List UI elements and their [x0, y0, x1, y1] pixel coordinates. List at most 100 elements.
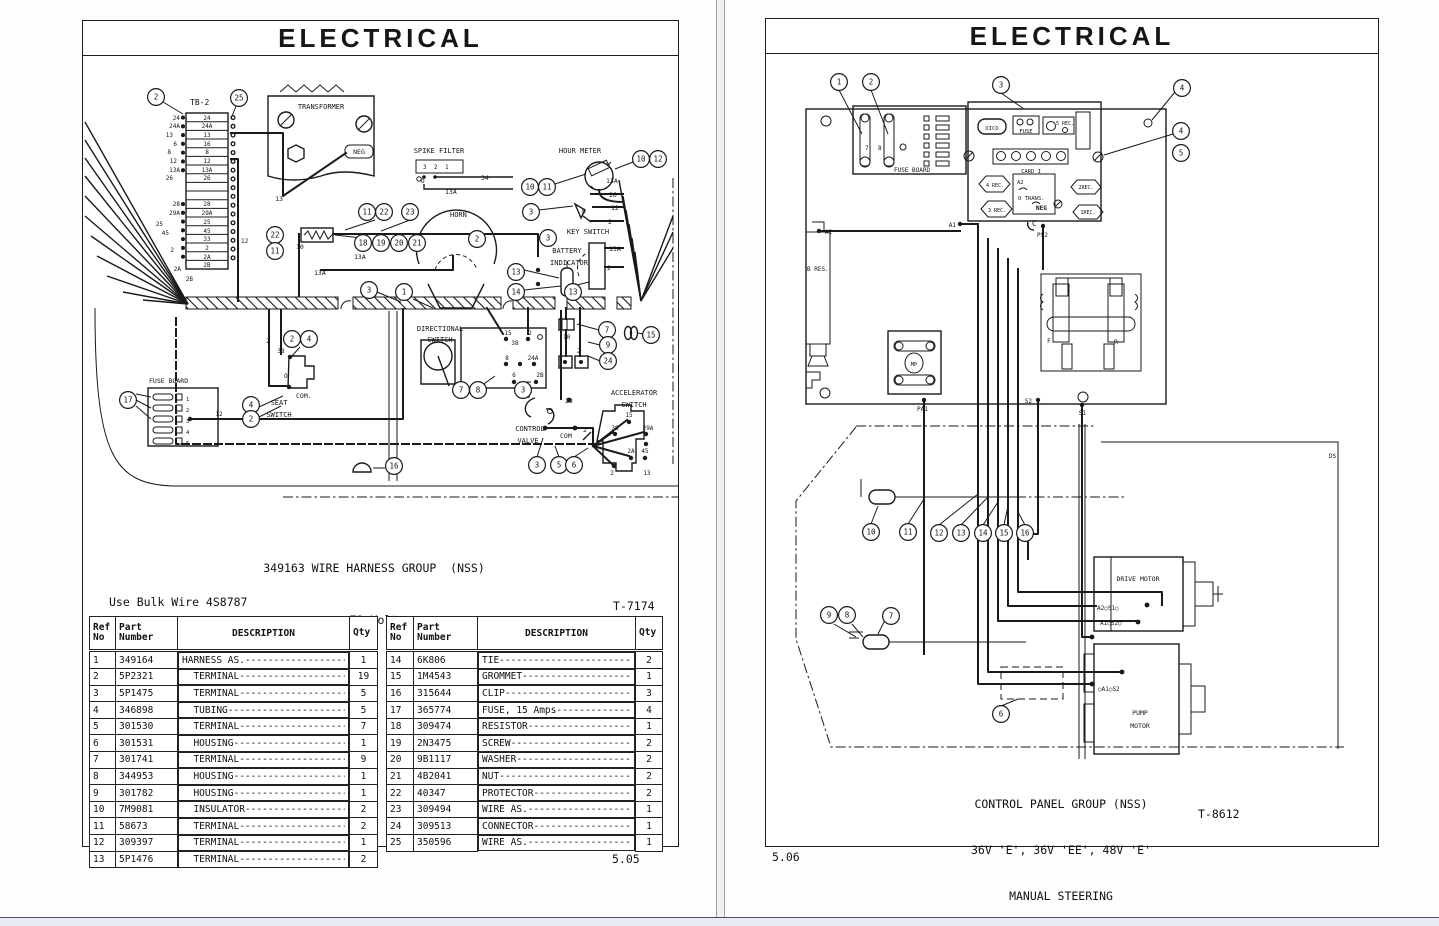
svg-text:3: 3 [999, 81, 1004, 90]
table-cell: 2 [635, 649, 663, 670]
diagram-label: 6 [512, 372, 516, 379]
figure-caption-line1: CONTROL PANEL GROUP (NSS) [974, 797, 1148, 811]
diagram-label: 25 [156, 221, 164, 228]
table-cell: 8 [89, 767, 116, 786]
diagram-label: 2 [170, 247, 174, 254]
table-cell: 1 [635, 817, 663, 836]
page-title: ELECTRICAL [969, 20, 1175, 51]
diagram-label: 29A [169, 210, 180, 217]
callout-13: 13 [564, 283, 583, 302]
diagram-label: 3 REC. [988, 208, 1006, 214]
diagram-label: 13A [314, 269, 326, 277]
svg-text:11: 11 [362, 208, 371, 217]
svg-text:10: 10 [525, 183, 535, 192]
diagram-label: 12 [241, 238, 249, 245]
svg-text:11: 11 [903, 528, 912, 537]
table-cell: RESISTOR [478, 718, 635, 735]
svg-text:22: 22 [270, 231, 279, 240]
table-cell: TERMINAL [178, 751, 349, 769]
svg-text:13: 13 [511, 268, 520, 277]
diagram-label: 10 [563, 334, 571, 341]
diagram-label: OICO [985, 126, 998, 132]
left-title-banner: ELECTRICAL [83, 21, 678, 56]
svg-text:2: 2 [869, 78, 874, 87]
table-cell: NUT [478, 768, 635, 785]
diagram-label: 13A [354, 253, 366, 261]
diagram-label: 2 [186, 408, 189, 414]
svg-text:3: 3 [529, 208, 534, 217]
diagram-label: INDICATOR [550, 259, 589, 267]
table-cell: 301530 [115, 717, 178, 736]
diagram-label: ○A1○S2 [1098, 686, 1120, 693]
callout-14: 14 [507, 283, 526, 302]
diagram-label: 2 [528, 330, 532, 337]
svg-text:15: 15 [999, 529, 1008, 538]
table-cell: 301741 [115, 751, 178, 769]
diagram-label: A2 [825, 229, 833, 236]
svg-text:8: 8 [845, 611, 850, 620]
diagram-label: NEG [353, 148, 365, 156]
table-row: 192N3475SCREW2 [386, 734, 663, 753]
diagram-label: SPIKE FILTER [414, 147, 465, 155]
table-cell: 315644 [413, 684, 478, 703]
figure-caption: CONTROL PANEL GROUP (NSS) 36V 'E', 36V '… [846, 769, 1276, 926]
svg-text:1: 1 [837, 78, 842, 87]
svg-text:3: 3 [535, 461, 540, 470]
svg-text:8: 8 [476, 386, 481, 395]
diagram-label: 28 [173, 201, 181, 208]
diagram-label: MOTOR [1130, 722, 1150, 730]
table-cell: 2 [635, 767, 663, 786]
table-cell: 10 [89, 800, 116, 819]
diagram-label: 2B [186, 276, 194, 283]
diagram-label: 2REC. [1078, 185, 1093, 191]
svg-text:10: 10 [636, 155, 646, 164]
table-cell: 7 [349, 717, 378, 736]
svg-text:3: 3 [521, 386, 526, 395]
card-cluster [957, 101, 1104, 231]
diagram-label: KEY SWITCH [567, 228, 609, 236]
svg-text:12: 12 [934, 529, 943, 538]
table-cell: HOUSING [178, 734, 349, 752]
callout-20: 20 [390, 234, 409, 253]
diagram-label: ACCELERATOR [611, 389, 658, 397]
table-cell: 346898 [115, 701, 178, 719]
callout-5: 5 [1172, 143, 1191, 162]
callout-7: 7 [881, 606, 900, 625]
callout-12: 12 [648, 149, 667, 168]
diagram-label: 13 [275, 195, 283, 203]
diagram-label: A2 [1017, 180, 1024, 186]
fuse-board [135, 308, 404, 447]
table-cell: TIE [478, 652, 635, 669]
svg-text:4: 4 [307, 335, 312, 344]
table-cell: 14 [386, 649, 414, 670]
callout-3: 3 [514, 381, 533, 400]
diagram-label: NEG [1036, 205, 1047, 212]
diagram-label: 38 [511, 340, 519, 347]
diagram-label: 16 [203, 141, 211, 148]
svg-text:5: 5 [1179, 149, 1184, 158]
table-cell: 5 [349, 684, 378, 703]
diagram-label: B RES. [807, 266, 829, 273]
diagram-label: SWITCH [266, 411, 291, 419]
diagram-label: A1○S2○ [1100, 620, 1122, 627]
mp-contactor [887, 330, 942, 655]
table-cell: INSULATOR [178, 801, 349, 818]
table-cell: 9 [349, 751, 378, 769]
svg-text:20: 20 [394, 239, 404, 248]
bulk-wire-note: Use Bulk Wire 4S8787 [109, 595, 248, 609]
diagram-label: 2 [434, 164, 438, 171]
control-valve [522, 310, 594, 458]
svg-text:7: 7 [459, 386, 464, 395]
table-cell: 12 [89, 834, 116, 852]
table-cell: 309474 [413, 717, 478, 736]
page-number-left: 5.05 [612, 852, 640, 866]
callout-11: 11 [538, 177, 557, 196]
panel-fuse-board [852, 105, 967, 175]
diagram-label: 1 [186, 397, 189, 403]
